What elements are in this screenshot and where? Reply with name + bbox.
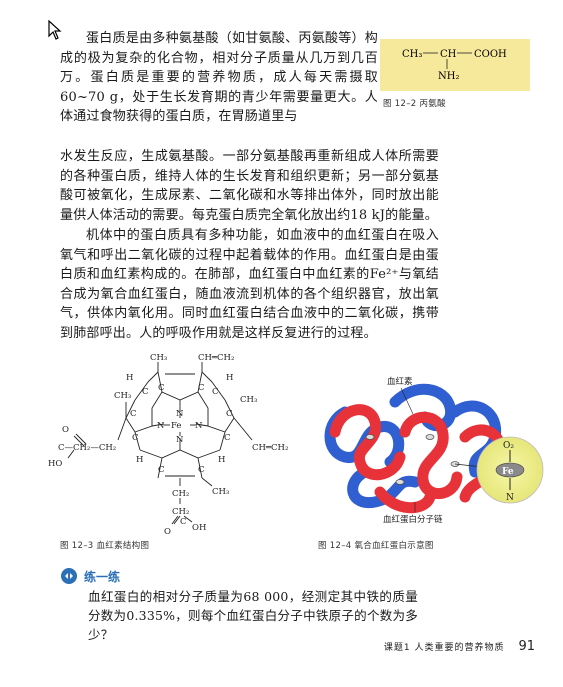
heme-acid-oh-bottom: OH [192,523,206,533]
heme-fe: Fe [171,421,181,431]
heme-n-left: N [157,421,165,431]
heme-ch2-b: CH₂ [172,507,189,517]
heme-n-right: N [195,421,203,431]
alanine-ch3: CH₃ [402,49,422,60]
alanine-formula-box: CH₃ CH COOH NH₂ [380,39,530,91]
paragraph-hemoglobin-function: 机体中的蛋白质具有多种功能，如血液中的血红蛋白在吸入氧气和呼出二氧化碳的过程中起… [60,228,439,341]
heme-vinyl-top: CH═CH₂ [198,353,234,363]
mouse-cursor-icon [48,20,62,40]
page-number: 91 [518,639,535,654]
practice-icon [61,568,77,584]
heme-c-d: C [226,409,233,419]
heme-ch3-left: CH₃ [114,391,131,401]
heme-acid-ho-left: HO [48,459,62,469]
heme-ch3-right: CH₃ [240,395,257,405]
heme-c-g: C [158,465,165,475]
page-footer: 课题1 人类重要的营养物质 91 [384,639,535,654]
heme-c-f: C [224,433,231,443]
heme-ch3-top: CH₃ [150,353,167,363]
practice-header: 练一练 [60,567,120,585]
alanine-ch: CH [440,49,457,60]
heme-c-left: C [142,387,149,397]
paragraph-protein-intro: 蛋白质是由多种氨基酸（如甘氨酸、丙氨酸等）构成的极为复杂的化合物，相对分子质量从… [60,31,378,125]
footer-lesson-title: 课题1 人类重要的营养物质 [383,643,505,653]
heme-n-bottom: N [176,435,184,445]
label-inset-fe: Fe [502,467,514,477]
caption-heme: 图 12–3 血红素结构图 [60,541,150,551]
heme-vinyl-right: CH═CH₂ [252,443,288,453]
heme-structure-diagram: CH₃ CH═CH₂ H H CH₃ CH₃ N N Fe N N C C CH… [48,353,288,535]
heme-acid-o-left: O [62,425,69,435]
heme-c-right: C [212,387,219,397]
heme-c-b: C [198,383,205,393]
label-inset-n: N [506,493,514,503]
label-heme: 血红素 [387,376,413,387]
caption-alanine: 图 12–2 丙氨酸 [383,99,446,109]
hemoglobin-illustration: 血红素 O₂ Fe N 血红蛋白分子链 [324,376,544,525]
heme-h-top-left: H [126,373,133,383]
label-o2: O₂ [503,441,514,451]
heme-h-top-right: H [226,373,233,383]
alanine-cooh: COOH [474,49,507,60]
paragraph-protein-metabolism: 水发生反应，生成氨基酸。一部分氨基酸再重新组成人体所需要的各种蛋白质，维持人体的… [60,149,439,223]
heme-acid-chain-left: C—CH₂—CH₂ [58,443,116,453]
label-hemoglobin-chain: 血红蛋白分子链 [383,514,443,525]
heme-ch2-a: CH₂ [172,489,189,499]
heme-c-c: C [130,409,137,419]
alanine-nh2: NH₂ [438,71,459,82]
heme-h-bottom-left: H [136,455,143,465]
heme-acid-o-bottom: O [164,527,171,535]
alanine-structure: CH₃ CH COOH NH₂ [402,49,507,82]
heme-c-h: C [198,465,205,475]
heme-acid-c-bottom: C [180,517,187,527]
heme-ch3-bottom: CH₃ [212,487,229,497]
heme-h-bottom-right: H [218,455,225,465]
heme-c-a: C [158,383,165,393]
caption-hemoglobin: 图 12–4 氧合血红蛋白示意图 [318,541,434,551]
heme-c-e: C [132,433,139,443]
practice-title: 练一练 [84,569,121,584]
heme-n-top: N [176,409,184,419]
practice-question: 血红蛋白的相对分子质量为68 000，经测定其中铁的质量分数为0.335%，则每… [88,589,418,642]
